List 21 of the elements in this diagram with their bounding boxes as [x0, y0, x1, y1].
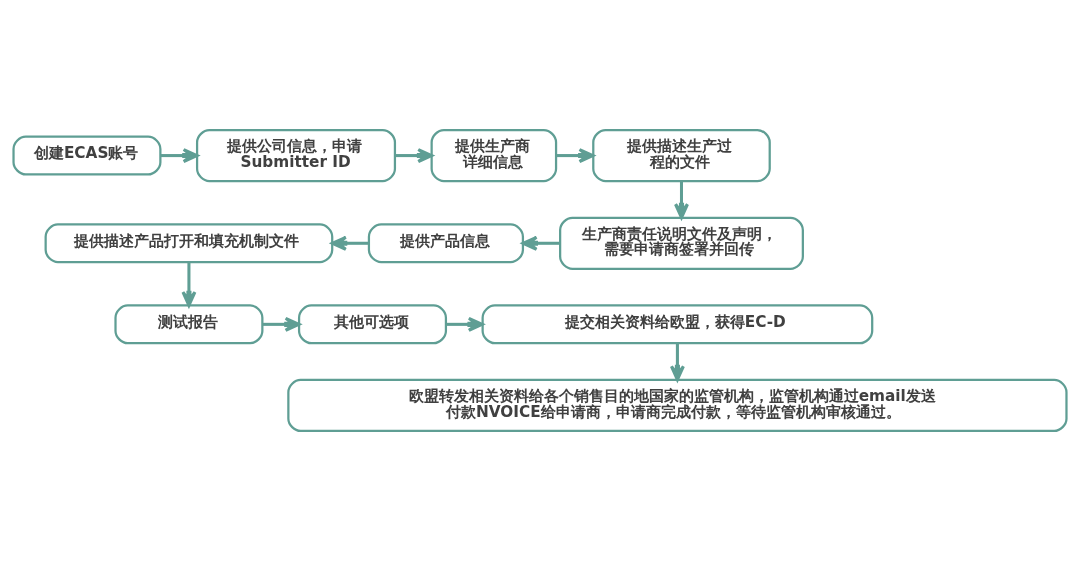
- node-box: 提供描述生产过程的文件: [592, 128, 771, 183]
- node-box: 提供描述产品打开和填充机制文件: [44, 223, 334, 264]
- node-box: 提供公司信息，申请 Submitter ID: [195, 128, 397, 183]
- arrow: [394, 148, 434, 164]
- node-box: 欧盟转发相关资料给各个销售目的地国家的监管机构，监管机构通过email发送付款NVOICE给申请商，申请商完成付款，等待监管机构审核通过。: [287, 378, 1068, 433]
- arrow: [160, 148, 199, 164]
- node-box: 提供产品信息: [367, 223, 525, 264]
- arrow: [262, 316, 301, 332]
- arrow: [521, 235, 560, 251]
- arrow: [674, 181, 689, 220]
- node-box: 提交相关资料给欧盟，获得EC-D: [481, 304, 874, 345]
- node-box: 提供生产商详细信息: [430, 128, 558, 183]
- node-box: 创建ECAS账号: [12, 135, 162, 176]
- arrow: [181, 262, 197, 307]
- node-box: 生产商责任说明文件及声明，需要申请商签署并回传: [559, 216, 804, 270]
- arrow: [446, 316, 484, 332]
- arrow: [669, 343, 685, 382]
- arrow: [330, 235, 369, 251]
- arrow: [556, 148, 595, 164]
- node-box: 其他可选项: [297, 304, 448, 345]
- node-box: 测试报告: [114, 304, 264, 345]
